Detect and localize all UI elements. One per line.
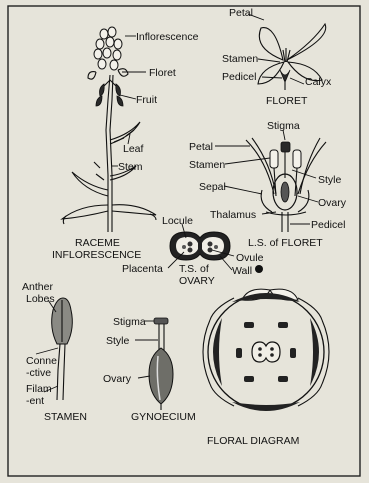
label-lobes: Lobes (26, 293, 55, 305)
caption-inflorescence: INFLORESCENCE (52, 249, 141, 261)
caption-gynoecium: GYNOECIUM (131, 411, 196, 423)
caption-stamen: STAMEN (44, 411, 87, 423)
label-fruit: Fruit (136, 94, 157, 106)
caption-ts-of: T.S. of (179, 263, 209, 275)
label-stem: Stem (118, 161, 143, 173)
label-ovary-ls: Ovary (318, 197, 347, 209)
label-sepal-ls: Sepal (199, 181, 226, 193)
caption-floral-diagram: FLORAL DIAGRAM (207, 435, 299, 447)
label-pedicel-ls: Pedicel (311, 219, 345, 231)
label-anther: Anther (22, 281, 53, 293)
caption-ls-floret: L.S. of FLORET (248, 237, 323, 249)
label-style-gynoecium: Style (106, 335, 130, 347)
label-floret: Floret (149, 67, 176, 79)
label-stamen-floret: Stamen (222, 53, 258, 65)
label-placenta: Placenta (122, 263, 163, 275)
label-ovary-gynoecium: Ovary (103, 373, 132, 385)
label-ent: -ent (26, 395, 44, 407)
label-style-ls: Style (318, 174, 342, 186)
label-stigma-gynoecium: Stigma (113, 316, 146, 328)
label-pedicel-floret: Pedicel (222, 71, 256, 83)
label-ovule: Ovule (236, 252, 264, 264)
label-wall: Wall (232, 265, 252, 277)
label-petal-floret: Petal (229, 7, 253, 19)
label-ctive: -ctive (26, 367, 51, 379)
label-stigma-ls: Stigma (267, 120, 300, 132)
caption-floret: FLORET (266, 95, 308, 107)
label-locule: Locule (162, 215, 193, 227)
label-stamen-ls: Stamen (189, 159, 225, 171)
label-leaf: Leaf (123, 143, 144, 155)
label-conne: Conne (26, 355, 57, 367)
label-filam: Filam (26, 383, 52, 395)
caption-raceme: RACEME (75, 237, 120, 249)
label-calyx: Calyx (305, 76, 332, 88)
label-thalamus: Thalamus (210, 209, 256, 221)
label-inflorescence: Inflorescence (136, 31, 199, 43)
caption-ovary: OVARY (179, 275, 215, 287)
wall-marker-dot (255, 265, 263, 273)
label-petal-ls: Petal (189, 141, 213, 153)
